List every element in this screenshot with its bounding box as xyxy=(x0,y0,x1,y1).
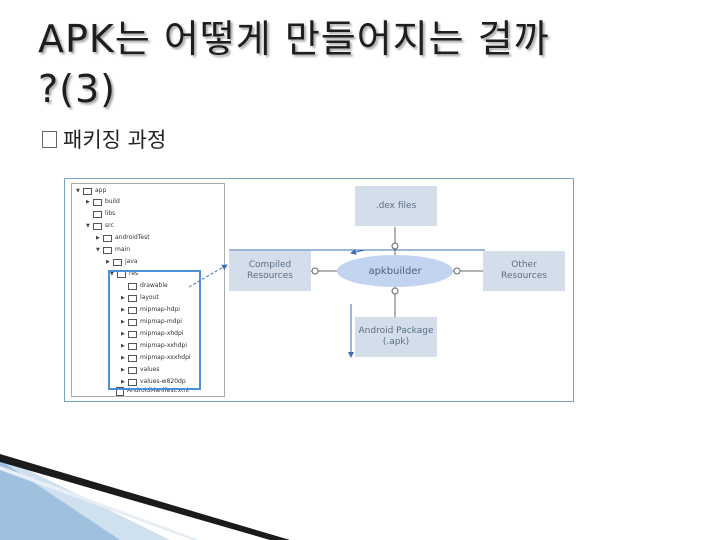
tree-row-java: ▶java xyxy=(106,258,138,266)
collapsed-arrow-icon: ▶ xyxy=(106,259,110,265)
flow-arrow-res-to-compiled xyxy=(188,264,228,288)
folder-icon xyxy=(93,198,102,206)
folder-icon xyxy=(93,222,102,230)
collapsed-arrow-icon: ▶ xyxy=(86,199,90,205)
slide-title: APK는 어떻게 만들어지는 걸까 ?(3) xyxy=(38,14,678,114)
tree-row-mipmap-xhdpi: ▶mipmap-xhdpi xyxy=(121,330,184,338)
compiled-resources-box: Compiled Resources xyxy=(229,251,311,291)
other-resources-box: Other Resources xyxy=(483,251,565,291)
connector-dot-dex xyxy=(391,242,399,250)
tree-row-layout: ▶layout xyxy=(121,294,159,302)
tree-row-mipmap-mdpi: ▶mipmap-mdpi xyxy=(121,318,182,326)
folder-icon xyxy=(83,187,92,195)
tree-row-build: ▶build xyxy=(86,198,120,206)
tree-row-drawable: drawable xyxy=(128,281,168,291)
folder-icon xyxy=(128,342,137,350)
tree-row-src: ▼src xyxy=(86,222,114,230)
project-tree: ▼app ▶build libs ▼src ▶androidTest ▼main… xyxy=(71,183,225,397)
bullet-box-icon xyxy=(42,130,57,148)
tree-row-values-w820dp: ▶values-w820dp xyxy=(121,378,186,386)
folder-icon xyxy=(103,234,112,242)
tree-row-values: ▶values xyxy=(121,366,160,374)
bullet-text: 패키징 과정 xyxy=(63,128,167,152)
collapsed-arrow-icon: ▶ xyxy=(121,331,125,337)
collapsed-arrow-icon: ▶ xyxy=(121,379,125,385)
collapsed-arrow-icon: ▶ xyxy=(96,235,100,241)
slide-title-line2: ?(3) xyxy=(38,67,116,111)
expanded-arrow-icon: ▼ xyxy=(86,223,90,229)
flow-arrow-top xyxy=(350,249,366,255)
expanded-arrow-icon: ▼ xyxy=(110,271,114,277)
tree-row-mipmap-xxhdpi: ▶mipmap-xxhdpi xyxy=(121,342,188,350)
connector-dot-compiled xyxy=(311,267,319,275)
folder-icon xyxy=(113,258,122,266)
tree-row-androidtest: ▶androidTest xyxy=(96,234,150,242)
bullet-item: 패키징 과정 xyxy=(42,124,166,154)
folder-icon xyxy=(103,246,112,254)
res-highlight-box xyxy=(108,270,201,390)
tree-row-mipmap-xxxhdpi: ▶mipmap-xxxhdpi xyxy=(121,354,191,362)
tree-row-app: ▼app xyxy=(76,187,107,195)
folder-icon xyxy=(93,210,102,218)
expanded-arrow-icon: ▼ xyxy=(96,247,100,253)
folder-icon xyxy=(128,306,137,314)
packaging-figure: ▼app ▶build libs ▼src ▶androidTest ▼main… xyxy=(64,178,574,402)
tree-row-main: ▼main xyxy=(96,246,130,254)
slide-title-line1: APK는 어떻게 만들어지는 걸까 xyxy=(38,17,550,61)
collapsed-arrow-icon: ▶ xyxy=(121,307,125,313)
dex-files-box: .dex files xyxy=(355,186,437,226)
android-package-box: Android Package (.apk) xyxy=(355,317,437,357)
apkbuilder-node: apkbuilder xyxy=(337,255,453,287)
manifest-file-icon xyxy=(116,386,124,396)
folder-icon xyxy=(128,318,137,326)
collapsed-arrow-icon: ▶ xyxy=(121,367,125,373)
folder-icon xyxy=(128,330,137,338)
folder-icon xyxy=(128,366,137,374)
tree-row-manifest: AndroidManifest.xml xyxy=(116,386,189,396)
tree-row-libs: libs xyxy=(93,209,115,219)
collapsed-arrow-icon: ▶ xyxy=(121,295,125,301)
connector-dot-other xyxy=(453,267,461,275)
expanded-arrow-icon: ▼ xyxy=(76,188,80,194)
folder-icon xyxy=(128,294,137,302)
collapsed-arrow-icon: ▶ xyxy=(121,343,125,349)
tree-row-mipmap-hdpi: ▶mipmap-hdpi xyxy=(121,306,180,314)
decoration-dark-stripe xyxy=(0,454,290,540)
folder-icon xyxy=(128,354,137,362)
folder-icon xyxy=(128,282,137,290)
decoration-accent-line xyxy=(0,466,200,540)
connector-dot-package xyxy=(391,287,399,295)
slide-decoration xyxy=(0,454,290,540)
collapsed-arrow-icon: ▶ xyxy=(121,319,125,325)
collapsed-arrow-icon: ▶ xyxy=(121,355,125,361)
folder-icon xyxy=(128,378,137,386)
